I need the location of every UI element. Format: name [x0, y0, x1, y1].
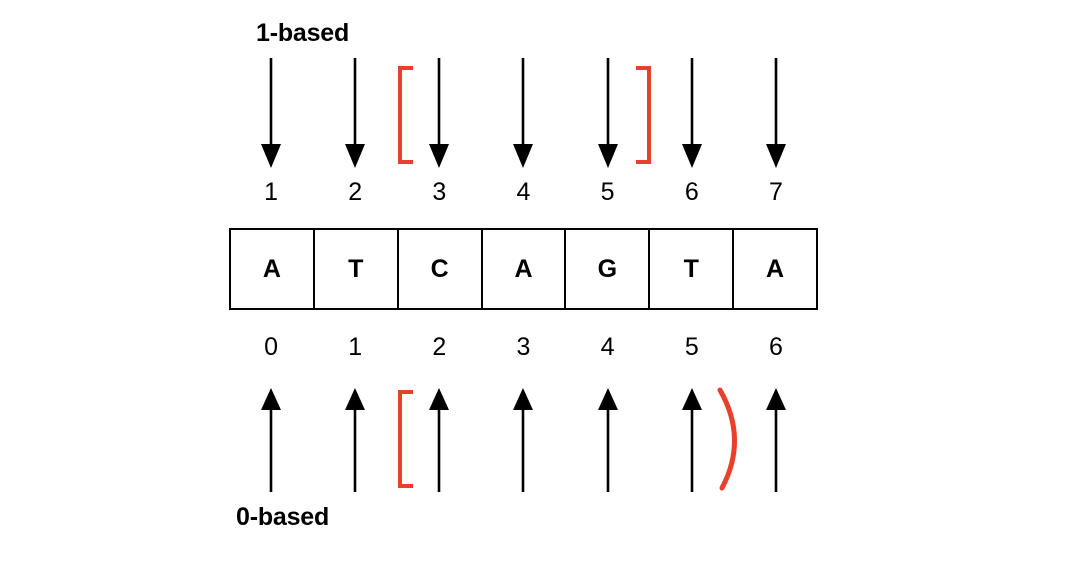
arrow-slot: [650, 58, 734, 170]
arrow-down-icon: [597, 58, 618, 168]
arrow-slot: [650, 386, 734, 494]
index-label: 5: [600, 178, 615, 206]
arrow-slot: [481, 58, 565, 170]
index-label: 1: [348, 333, 363, 361]
arrow-slot: [397, 386, 481, 494]
zero-based-interval-close-paren: [717, 387, 737, 491]
arrow-up-icon: [681, 388, 702, 492]
zero-based-caption: 0-based: [236, 503, 330, 531]
arrow-up-icon: [765, 388, 786, 492]
sequence-base-cell: C: [399, 230, 483, 308]
arrow-slot: [481, 386, 565, 494]
arrow-down-icon: [765, 58, 786, 168]
arrow-slot: [397, 58, 481, 170]
index-label: 6: [768, 333, 783, 361]
sequence-track: A T C A G T A: [229, 228, 818, 310]
index-label: 6: [684, 178, 699, 206]
sequence-base-cell: T: [315, 230, 399, 308]
zero-based-index-row: 0 1 2 3 4 5 6: [229, 331, 818, 363]
sequence-base-cell: A: [766, 254, 785, 283]
arrow-up-icon: [261, 388, 282, 492]
index-label: 3: [432, 178, 447, 206]
one-based-index-row: 1 2 3 4 5 6 7: [229, 176, 818, 208]
zero-based-arrow-row: [229, 386, 818, 494]
zero-based-interval-open-bracket: [398, 390, 413, 488]
index-label: 2: [348, 178, 363, 206]
sequence-base-cell: A: [231, 230, 315, 308]
one-based-arrow-row: [229, 58, 818, 170]
arrow-up-icon: [345, 388, 366, 492]
arrow-slot: [229, 58, 313, 170]
sequence-base-cell: G: [566, 230, 651, 308]
one-based-interval-close-bracket: [636, 66, 651, 164]
index-label: 7: [768, 178, 783, 206]
arrow-slot: [734, 58, 818, 170]
index-label: 3: [516, 333, 531, 361]
arrow-up-icon: [513, 388, 534, 492]
arrow-down-icon: [513, 58, 534, 168]
arrow-down-icon: [345, 58, 366, 168]
arrow-slot: [313, 386, 397, 494]
one-based-caption: 1-based: [256, 19, 350, 47]
index-label: 4: [516, 178, 531, 206]
index-label: 2: [432, 333, 447, 361]
arrow-slot: [229, 386, 313, 494]
index-label: 1: [264, 178, 279, 206]
one-based-interval-open-bracket: [398, 66, 413, 164]
arrow-down-icon: [429, 58, 450, 168]
index-label: 5: [684, 333, 699, 361]
arrow-up-icon: [429, 388, 450, 492]
arrow-slot: [566, 58, 650, 170]
arrow-down-icon: [681, 58, 702, 168]
sequence-base-cell: A: [483, 230, 567, 308]
arrow-down-icon: [261, 58, 282, 168]
index-label: 0: [264, 333, 279, 361]
arrow-slot: [566, 386, 650, 494]
arrow-slot: [734, 386, 818, 494]
sequence-base-cell: T: [650, 230, 735, 308]
arrow-up-icon: [597, 388, 618, 492]
arrow-slot: [313, 58, 397, 170]
index-label: 4: [600, 333, 615, 361]
